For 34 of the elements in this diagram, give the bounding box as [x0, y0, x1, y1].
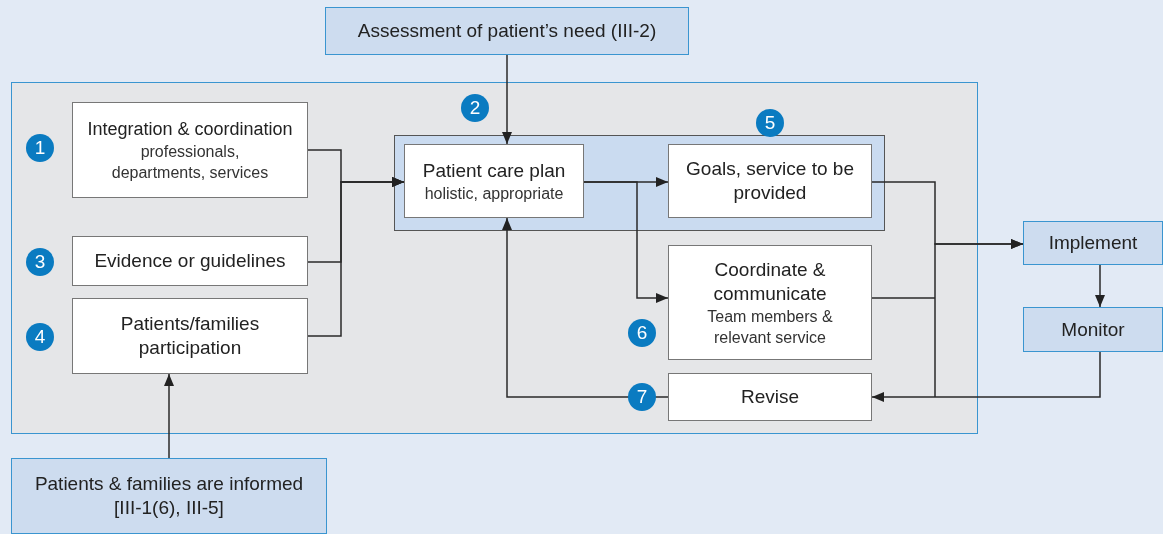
node-subtitle: Team members & relevant service [706, 306, 834, 348]
group-band [394, 135, 885, 231]
node-subtitle: holistic, appropriate [424, 183, 564, 204]
node-title: Revise [740, 385, 800, 409]
node-title: Patient care plan [422, 158, 566, 183]
process-box [668, 373, 872, 421]
arrow [871, 351, 1101, 402]
arrow [1095, 264, 1105, 308]
node-title: Integration & coordination [87, 118, 293, 141]
node-title: Patients & families are informed [III-1(6), III-5] [33, 472, 305, 520]
process-box [72, 298, 308, 374]
arrow [164, 373, 174, 459]
node-title: Patients/families participation [119, 312, 261, 360]
process-box [11, 458, 327, 534]
process-box [668, 144, 872, 218]
arrow [502, 54, 512, 145]
node-title: Assessment of patient’s need (III-2) [357, 19, 657, 43]
arrow [307, 177, 405, 337]
process-box [404, 144, 584, 218]
process-box [72, 236, 308, 286]
process-box [668, 245, 872, 360]
arrow [871, 239, 1024, 398]
process-box [72, 102, 308, 198]
node-title: Goals, service to be provided [685, 157, 855, 205]
panel-background [11, 82, 978, 434]
node-subtitle: professionals, departments, services [110, 142, 270, 183]
process-box [1023, 307, 1163, 352]
process-box [325, 7, 689, 55]
node-title: Implement [1048, 231, 1138, 255]
node-title: Evidence or guidelines [94, 249, 286, 273]
arrow [583, 181, 669, 303]
node-title: Coordinate & communicate [712, 257, 828, 306]
process-box [1023, 221, 1163, 265]
node-title: Monitor [1061, 317, 1125, 342]
